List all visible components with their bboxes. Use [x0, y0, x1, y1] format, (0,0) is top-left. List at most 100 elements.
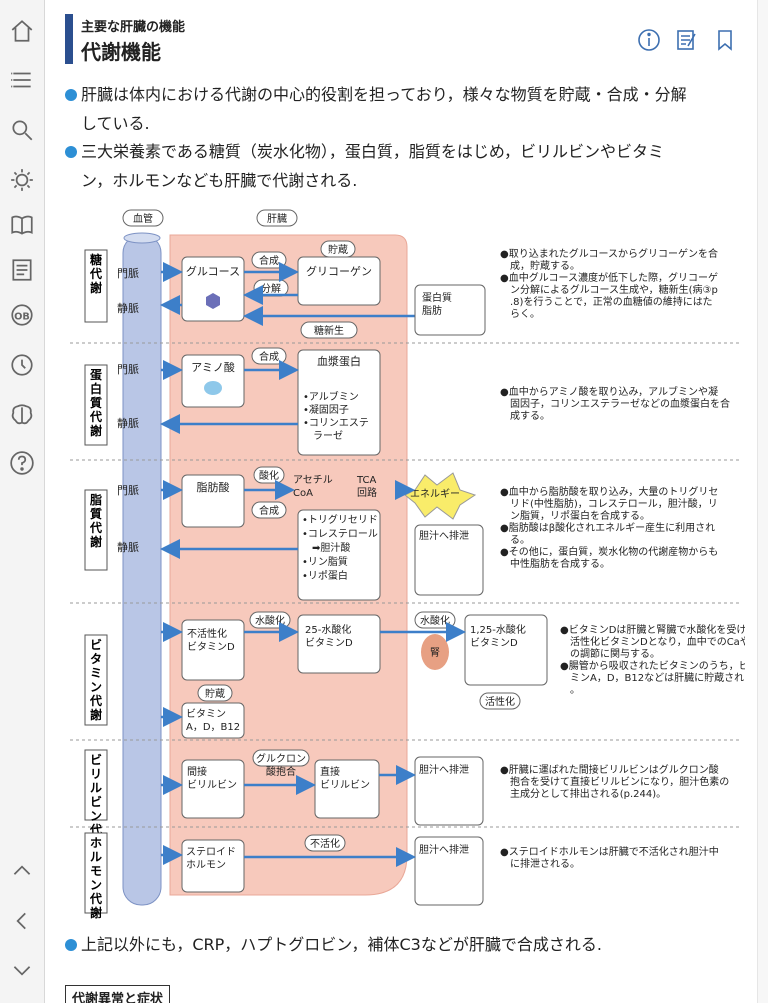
pill-label [251, 501, 287, 519]
bullet-3: 上記以外にも，CRP，ハプトグロビン，補体C3などが肝臓で合成される. [65, 930, 735, 959]
pill-label [197, 684, 233, 702]
pill-label [414, 611, 456, 629]
pill-label [256, 209, 298, 227]
label: 活性化 [485, 695, 515, 708]
label: 間接ビリルビン [187, 765, 237, 791]
history-icon[interactable] [7, 350, 37, 380]
label: 不活化 [310, 837, 340, 850]
node-box [414, 524, 484, 596]
label: 不活性化ビタミンD [187, 627, 235, 653]
bullet-dot [65, 146, 77, 158]
section-label-box [84, 749, 108, 821]
label: •アルブミン•凝固因子•コリンエステ ラーゼ [303, 390, 369, 442]
pill-label [253, 466, 285, 484]
label: 門脈 [117, 362, 139, 376]
label: 門脈 [117, 266, 139, 280]
header-accent-bar [65, 14, 73, 64]
note-text: ●ステロイドホルモンは肝臓で不活化され胆汁中 に排泄される。 [500, 845, 719, 870]
home-icon[interactable] [7, 16, 37, 46]
ob-icon[interactable]: OB [7, 300, 37, 330]
section-label: ビタミン代謝 [89, 637, 102, 722]
gear-icon[interactable] [7, 165, 37, 195]
info-icon[interactable] [637, 28, 661, 56]
pill-label [479, 692, 521, 710]
label: アミノ酸 [191, 360, 235, 374]
bullet-2: 三大栄養素である糖質（炭水化物），蛋白質，脂質をはじめ，ビリルビンやビタミ ン，… [65, 137, 735, 195]
section-label: ホルモン代謝 [89, 836, 102, 920]
label: グルコース [186, 264, 240, 278]
scrollbar[interactable] [757, 0, 768, 1003]
memo-icon[interactable] [675, 28, 699, 56]
node-box [297, 349, 381, 456]
bullet-text: ン，ホルモンなども肝臓で代謝される. [81, 171, 358, 190]
label: ステロイドホルモン [186, 847, 236, 871]
label: グルクロン酸抱合 [256, 752, 306, 778]
chevron-left-icon[interactable] [7, 906, 37, 936]
label: 静脈 [117, 540, 139, 554]
label: 合成 [259, 504, 279, 517]
section-heading: 代謝異常と症状 [65, 985, 171, 1003]
pill-label [122, 209, 164, 227]
section-label-box [84, 489, 108, 571]
bullet-dot [65, 939, 77, 951]
node-box [414, 756, 484, 826]
hexagon-icon [206, 293, 220, 309]
book-icon[interactable] [7, 210, 37, 240]
label: 1,25-水酸化ビタミンD [470, 623, 526, 649]
svg-text:OB: OB [14, 311, 30, 322]
content-page: 主要な肝臓の機能 代謝機能 肝臓は体内における代謝の中心的役割を担っており，様々… [45, 0, 757, 1003]
bullet-text: 上記以外にも，CRP，ハプトグロビン，補体C3などが肝臓で合成される. [81, 935, 602, 954]
chevron-down-icon[interactable] [7, 955, 37, 985]
note-text: ●肝臓に運ばれた間接ビリルビンはグルクロン酸 抱合を受けて直接ビリルビンになり，… [500, 763, 729, 800]
label: 胆汁へ排泄 [419, 843, 469, 856]
bullet-text: している. [81, 114, 150, 133]
node-box [297, 614, 381, 674]
note-text: ●血中から脂肪酸を取り込み，大量のトリグリセ リド(中性脂肪)，コレステロール，… [500, 485, 718, 570]
label: 肝臓 [267, 213, 287, 225]
label: 胆汁へ排泄 [419, 529, 469, 542]
label: 水酸化 [255, 614, 285, 627]
label: 分解 [261, 282, 281, 295]
blood-vessel [122, 234, 162, 906]
node-box [297, 509, 381, 601]
amino-icon [204, 381, 222, 395]
bullet-text: 三大栄養素である糖質（炭水化物），蛋白質，脂質をはじめ，ビリルビンやビタミ [81, 142, 665, 161]
bullet-text: 肝臓は体内における代謝の中心的役割を担っており，様々な物質を貯蔵・合成・分解 [81, 85, 687, 104]
section-label-box [84, 364, 108, 446]
brain-icon[interactable] [7, 400, 37, 430]
section-label: 糖代謝 [89, 252, 102, 295]
label: 25-水酸化ビタミンD [305, 623, 353, 649]
bookmark-icon[interactable] [713, 28, 737, 56]
notes-icon[interactable] [7, 255, 37, 285]
label: エネルギー [410, 488, 460, 500]
label: •トリグリセリド•コレステロール ➡胆汁酸•リン脂質•リポ蛋白 [302, 513, 378, 582]
label: 糖新生 [314, 324, 344, 337]
label: 脂肪酸 [197, 480, 230, 494]
section-label-box [84, 634, 108, 726]
help-icon[interactable] [7, 448, 37, 478]
label: 腎 [430, 647, 440, 659]
chevron-up-icon[interactable] [7, 856, 37, 886]
list-icon[interactable] [7, 65, 37, 95]
search-icon[interactable] [7, 115, 37, 145]
label: 静脈 [117, 301, 139, 315]
label: 水酸化 [420, 614, 450, 627]
note-text: ●血中からアミノ酸を取り込み，アルブミンや凝 固因子，コリンエステラーゼなどの血… [500, 385, 730, 422]
bullet-1: 肝臓は体内における代謝の中心的役割を担っており，様々な物質を貯蔵・合成・分解 し… [65, 80, 735, 138]
label: 胆汁へ排泄 [419, 763, 469, 776]
node-box [464, 614, 548, 686]
bullet-dot [65, 89, 77, 101]
label: 貯蔵 [205, 687, 225, 700]
label: 蛋白質脂肪 [422, 291, 452, 317]
pill-label [300, 321, 358, 339]
label: グリコーゲン [306, 264, 372, 278]
kidney-icon [421, 634, 449, 670]
section-label-box [84, 249, 108, 323]
node-box [414, 836, 484, 906]
label: 合成 [259, 254, 279, 267]
label: 合成 [259, 350, 279, 363]
label: 直接ビリルビン [320, 765, 370, 791]
section-label-box [84, 832, 108, 914]
node-box [181, 619, 245, 681]
